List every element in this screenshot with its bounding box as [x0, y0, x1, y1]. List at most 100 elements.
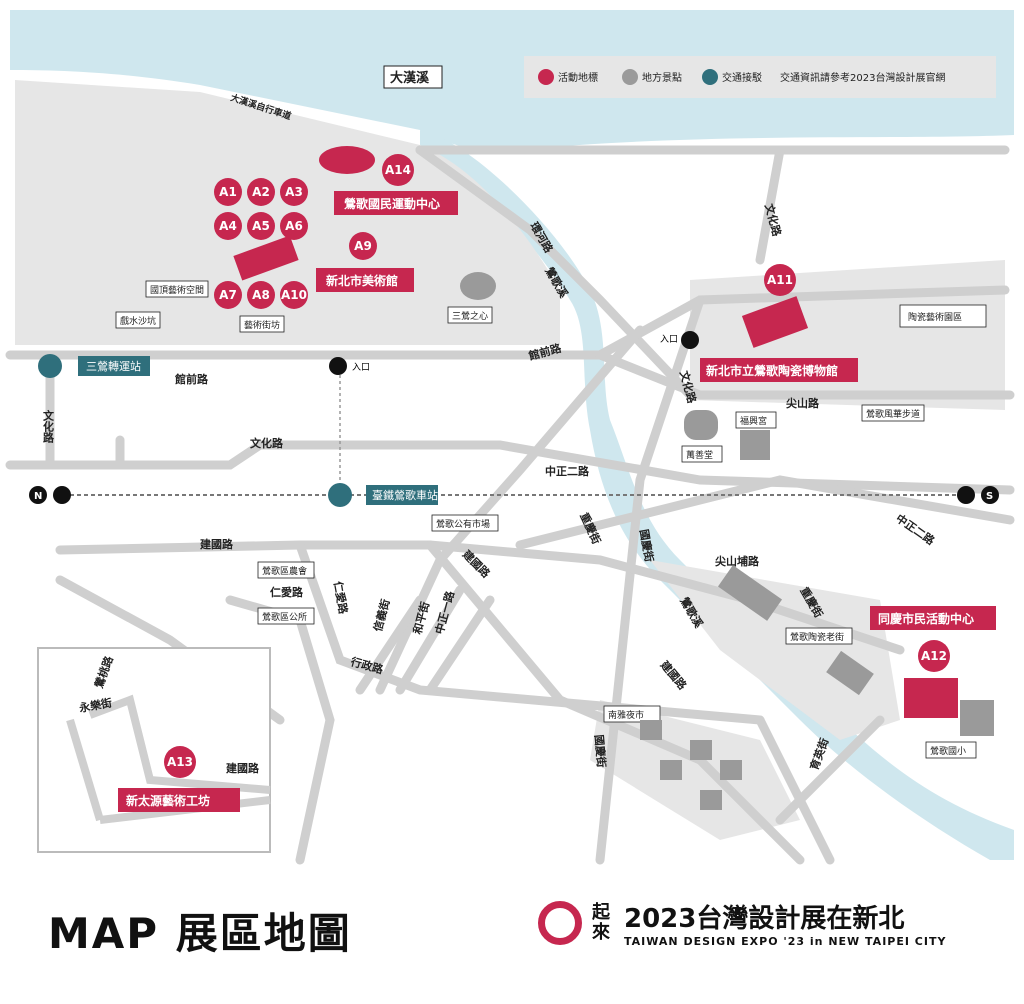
art-museum-label: 新北市美術館: [326, 273, 398, 288]
park-block: [15, 80, 560, 345]
sandpit-label: 戲水沙坑: [120, 315, 156, 327]
logo-ring-icon: [538, 901, 582, 945]
landmark-buildings: [460, 272, 994, 810]
tongqing-label: 同慶市民活動中心: [878, 611, 974, 626]
legend-event: 活動地標: [558, 71, 598, 84]
train-station-label: 臺鐵鶯歌車站: [372, 488, 438, 502]
svg-text:A2: A2: [252, 185, 270, 199]
sanying-heart-label: 三鶯之心: [452, 310, 488, 322]
district-office-label: 鶯歌區公所: [262, 611, 307, 623]
logo-chars: 起來: [592, 902, 610, 943]
pin-a12: A12: [918, 640, 950, 672]
yingge-elem-label: 鶯歌國小: [930, 745, 966, 757]
expo-logo: 起來 2023台灣設計展在新北 TAIWAN DESIGN EXPO '23 i…: [538, 898, 946, 948]
renai-label-2: 仁愛路: [331, 580, 351, 616]
zhongzheng2-label-1: 中正二路: [545, 464, 590, 478]
old-street-label: 鶯歌陶瓷老街: [790, 631, 844, 643]
svg-text:A11: A11: [767, 273, 793, 287]
guanqian-label-1: 館前路: [174, 372, 209, 386]
market-label: 鶯歌公有市場: [436, 518, 490, 530]
pin-a7: A7: [214, 281, 242, 309]
svg-text:A1: A1: [219, 185, 237, 199]
road-network: [5, 145, 1015, 865]
event-dot-icon: [538, 69, 554, 85]
map-word: MAP: [48, 909, 160, 958]
legend: 活動地標 地方景點 交通接駁 交通資訊請參考2023台灣設計展官網: [524, 56, 996, 98]
jianguo-label-4: 建國路: [226, 761, 260, 775]
pin-a3: A3: [280, 178, 308, 206]
oldstreet-block: [650, 560, 900, 740]
svg-text:A4: A4: [219, 219, 237, 233]
entrance-label-main: 入口: [352, 362, 370, 373]
jianshanpu-label: 尖山埔路: [715, 554, 760, 568]
north-icon: [29, 486, 47, 504]
svg-text:A12: A12: [921, 649, 947, 663]
pin-a10: A10: [280, 281, 308, 309]
pin-a14: A14: [382, 154, 414, 186]
bus-icon: [38, 354, 62, 378]
logo-title: 2023台灣設計展在新北: [624, 904, 905, 934]
venue-labels: 鶯歌國民運動中心 新北市美術館 新北市立鶯歌陶瓷博物館 同慶市民活動中心 新太源…: [118, 191, 996, 812]
renai-label-1: 仁愛路: [270, 585, 304, 599]
guoqing-label-1: 國慶街: [637, 528, 657, 563]
xintaiyuan-label: 新太源藝術工坊: [126, 793, 210, 808]
train-station: 臺鐵鶯歌車站: [328, 483, 438, 507]
legend-note: 交通資訊請參考2023台灣設計展官網: [780, 71, 945, 84]
pin-a2: A2: [247, 178, 275, 206]
svg-text:A5: A5: [252, 219, 270, 233]
entrance-label-museum: 入口: [660, 334, 678, 345]
museum-entrance-arrow-icon: [681, 331, 699, 349]
svg-text:A3: A3: [285, 185, 303, 199]
pin-a5: A5: [247, 212, 275, 240]
venue-buildings: [233, 146, 958, 718]
guoqing-label-2: 國慶街: [592, 734, 609, 768]
sanying-station-label: 三鶯轉運站: [86, 359, 141, 373]
jianshan-label: 尖山路: [786, 396, 820, 410]
wanshan-label: 萬善堂: [686, 449, 713, 461]
nanya-label: 南雅夜市: [608, 709, 644, 721]
wenhua-label-2: 文化路: [250, 436, 284, 450]
farmers-label: 鶯歌區農會: [262, 565, 307, 577]
north-label: N: [34, 491, 42, 502]
dahan-label: 大漢溪: [390, 70, 430, 86]
art-street-label: 藝術街坊: [244, 319, 280, 331]
svg-text:A9: A9: [354, 239, 372, 253]
yongle-label: 永樂街: [77, 695, 113, 715]
legend-transit: 交通接駁: [722, 71, 762, 84]
pin-a4: A4: [214, 212, 242, 240]
map-title: MAP 展區地圖: [48, 900, 352, 961]
pin-a8: A8: [247, 281, 275, 309]
pin-markers: A1 A2 A3 A4 A5 A6 A7 A8 A10 A9 A14 A11 A…: [164, 154, 950, 778]
transit-dot-icon: [702, 69, 718, 85]
arrow-right-icon: [957, 486, 975, 504]
scenic-trail-label: 鶯歌風華步道: [866, 408, 920, 420]
ceramic-park-label: 陶瓷藝術園區: [908, 311, 962, 323]
jianguo-label-1: 建國路: [200, 537, 234, 551]
sports-center-label: 鶯歌國民運動中心: [344, 196, 440, 211]
legend-local: 地方景點: [642, 71, 682, 84]
local-dot-icon: [622, 69, 638, 85]
svg-text:A7: A7: [219, 288, 237, 302]
svg-text:A13: A13: [167, 755, 193, 769]
fuxing-label: 福興宮: [740, 415, 767, 427]
svg-text:A14: A14: [385, 163, 411, 177]
pin-a9: A9: [349, 232, 377, 260]
roof-art-label: 國頂藝術空間: [150, 284, 204, 296]
svg-text:A6: A6: [285, 219, 303, 233]
wenhua-label-1: 文化路: [42, 409, 55, 444]
expo-area-map: 活動地標 地方景點 交通接駁 交通資訊請參考2023台灣設計展官網 大漢溪 大漢…: [5, 10, 1015, 865]
map-title-zh: 展區地圖: [175, 909, 352, 958]
ceramics-museum-label: 新北市立鶯歌陶瓷博物館: [706, 363, 838, 378]
inset-area: [37, 647, 271, 853]
arrow-left-icon: [53, 486, 71, 504]
south-icon: [981, 486, 999, 504]
entrance-arrow-icon: [329, 357, 347, 375]
dahan-river: [10, 10, 1014, 151]
museum-block: [690, 260, 1005, 410]
train-icon: [328, 483, 352, 507]
pin-a6: A6: [280, 212, 308, 240]
svg-text:A10: A10: [281, 288, 307, 302]
pin-a1: A1: [214, 178, 242, 206]
pin-a13: A13: [164, 746, 196, 778]
pin-a11: A11: [764, 264, 796, 296]
